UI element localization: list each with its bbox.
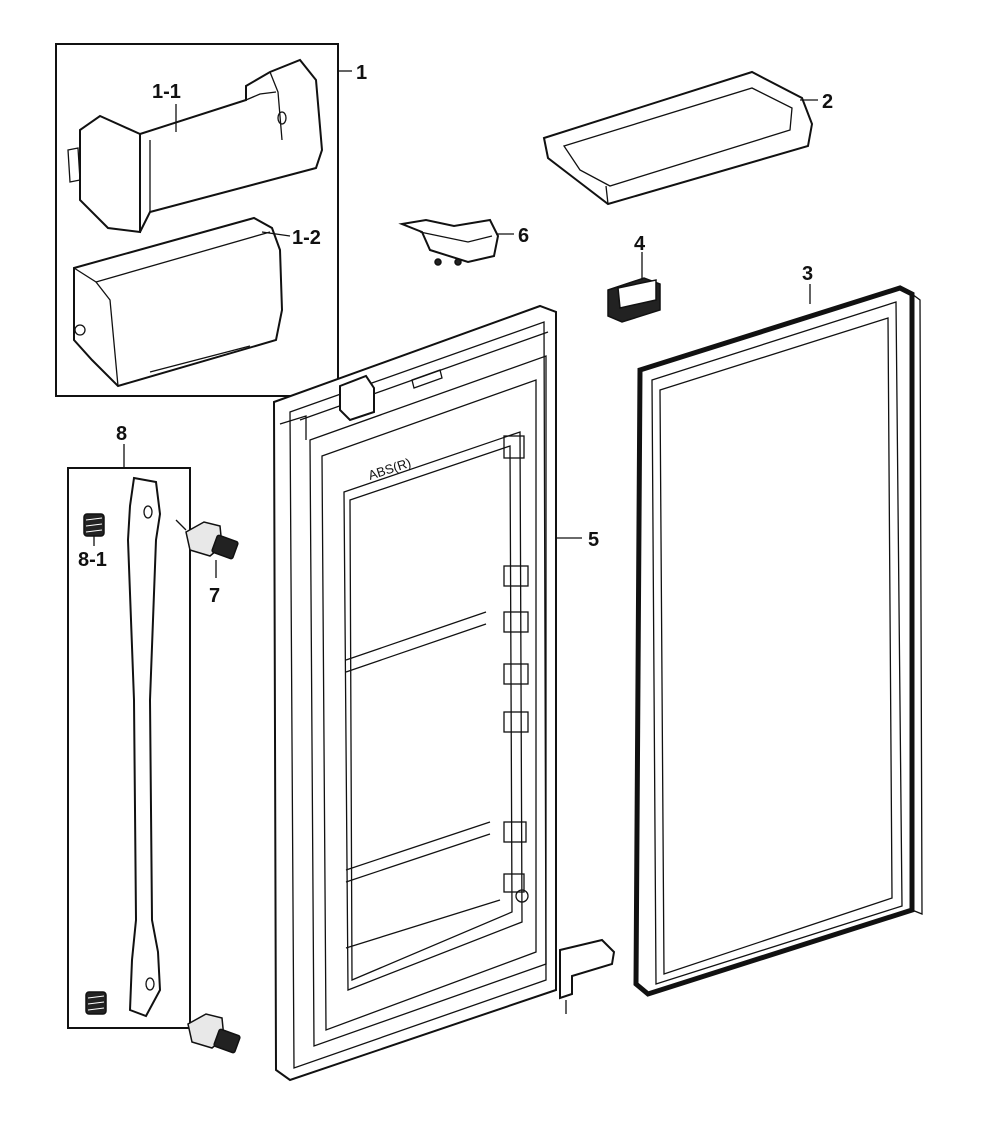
label-part-8-1: 8-1 [78,549,107,571]
part-1-2-cover [73,216,284,388]
label-part-4: 4 [634,233,646,255]
label-part-1-1: 1-1 [152,81,181,103]
label-part-1: 1 [356,62,367,84]
label-part-3: 3 [802,263,813,285]
label-part-1-2: 1-2 [292,227,321,249]
part-4-block: 4 [607,233,661,323]
part-2-tray: 2 [542,70,833,206]
part-5-door-liner: ABS(R) 5 [272,304,616,1082]
label-part-5: 5 [588,529,599,551]
part-6-clip: 6 [398,218,529,266]
part-8-1-screw-top [83,513,105,537]
label-part-8: 8 [116,423,127,445]
part-1-group: 1 1-1 1-2 [55,43,367,397]
part-1-1-bin [67,58,324,234]
label-part-6: 6 [518,225,529,247]
part-7-mount-bottom [187,1013,241,1054]
label-part-2: 2 [822,91,833,113]
part-8-1-screw-bottom [85,991,107,1015]
part-8-group: 8 8-1 [67,423,191,1029]
part-3-gasket: 3 [633,263,923,997]
part-7-mount-top: 7 [175,519,239,607]
label-part-7: 7 [209,585,220,607]
